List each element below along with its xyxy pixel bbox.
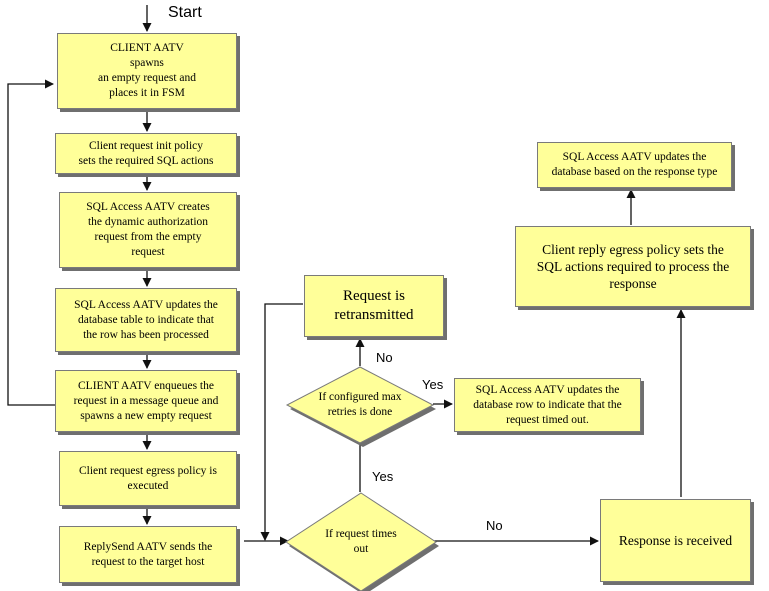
label-max-retries-yes: Yes: [422, 377, 444, 392]
arrow-retransmit-back: [260, 303, 303, 541]
box-client-spawn: CLIENT AATV spawns an empty request and …: [57, 33, 237, 109]
box-timed-out: SQL Access AATV updates the database row…: [454, 378, 641, 432]
box-update-response: SQL Access AATV updates the database bas…: [537, 142, 732, 188]
box-response-received: Response is received: [600, 499, 751, 582]
box-create-request: SQL Access AATV creates the dynamic auth…: [59, 192, 237, 268]
box-reply-egress: Client reply egress policy sets the SQL …: [515, 226, 751, 307]
arrow-loop-back: [7, 79, 55, 406]
box-retransmitted: Request is retransmitted: [304, 275, 444, 337]
box-init-policy: Client request init policy sets the requ…: [55, 133, 237, 174]
decision-diamond-times-out: [285, 492, 437, 591]
box-egress-policy: Client request egress policy is executed: [59, 451, 237, 506]
box-update-table: SQL Access AATV updates the database tab…: [55, 288, 237, 352]
start-label: Start: [168, 4, 202, 21]
decision-diamond-max-retries: [285, 366, 435, 444]
label-times-out-no: No: [486, 518, 503, 533]
label-times-out-yes: Yes: [372, 469, 394, 484]
decision-label-max-retries: If configured max retries is done: [318, 391, 402, 418]
label-max-retries-no: No: [376, 350, 393, 365]
box-enqueue: CLIENT AATV enqueues the request in a me…: [55, 370, 237, 432]
decision-label-times-out: If request times out: [325, 528, 397, 555]
box-reply-send: ReplySend AATV sends the request to the …: [59, 526, 237, 583]
